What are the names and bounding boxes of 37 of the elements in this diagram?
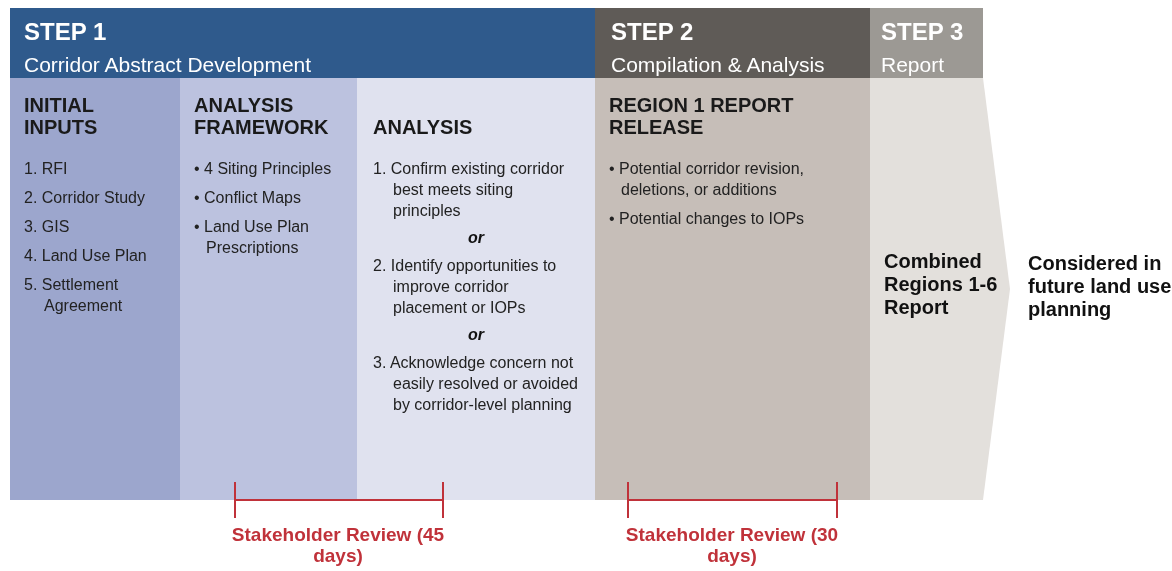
outcome-text: Considered in future land use planning <box>1028 252 1172 321</box>
list-item: 2. Corridor Study <box>24 188 146 208</box>
review-label: Stakeholder Review (45 days) <box>230 524 446 566</box>
bullet-item: • Potential corridor revision, deletions, or additions <box>609 159 805 200</box>
step-header-band <box>870 8 983 78</box>
bullet-item: • Land Use Plan Prescriptions <box>194 217 310 258</box>
bullet-item: • Conflict Maps <box>194 188 302 208</box>
bullet-item: • Potential changes to IOPs <box>609 209 806 229</box>
step-subtitle: Compilation & Analysis <box>611 52 826 78</box>
chevron-panel <box>870 78 1010 500</box>
review-label: Stakeholder Review (30 days) <box>624 524 840 566</box>
list-item: 5. Settlement Agreement <box>24 275 124 316</box>
list-item: 1. Confirm existing corridor best meets siting principles <box>373 159 566 221</box>
column-panel <box>180 78 357 500</box>
column-heading: ANALYSIS <box>373 116 474 138</box>
column-heading: REGION 1 REPORT RELEASE <box>609 94 795 138</box>
or-text: or <box>467 229 486 247</box>
column-panel <box>10 78 180 500</box>
bullet-item: • 4 Siting Principles <box>194 159 333 179</box>
column-heading: INITIAL INPUTS <box>24 94 99 138</box>
step-title: STEP 2 <box>611 18 695 46</box>
step-subtitle: Corridor Abstract Development <box>24 52 313 78</box>
column-panel <box>595 78 870 500</box>
list-item: 4. Land Use Plan <box>24 246 148 266</box>
list-item: 2. Identify opportunities to improve corridor placement or IOPs <box>373 256 558 318</box>
list-item: 1. RFI <box>24 159 69 179</box>
list-item: 3. Acknowledge concern not easily resolved or avoided by corridor-level planning <box>373 353 579 415</box>
column-panel <box>357 78 595 500</box>
column-heading: ANALYSIS FRAMEWORK <box>194 94 330 138</box>
result-text: Combined Regions 1-6 Report <box>884 250 998 319</box>
or-text: or <box>467 326 486 344</box>
step-header-band <box>595 8 870 78</box>
list-item: 3. GIS <box>24 217 71 237</box>
step-title: STEP 3 <box>881 18 965 46</box>
step-header-band <box>10 8 595 78</box>
step-title: STEP 1 <box>24 18 108 46</box>
step-subtitle: Report <box>881 52 946 78</box>
